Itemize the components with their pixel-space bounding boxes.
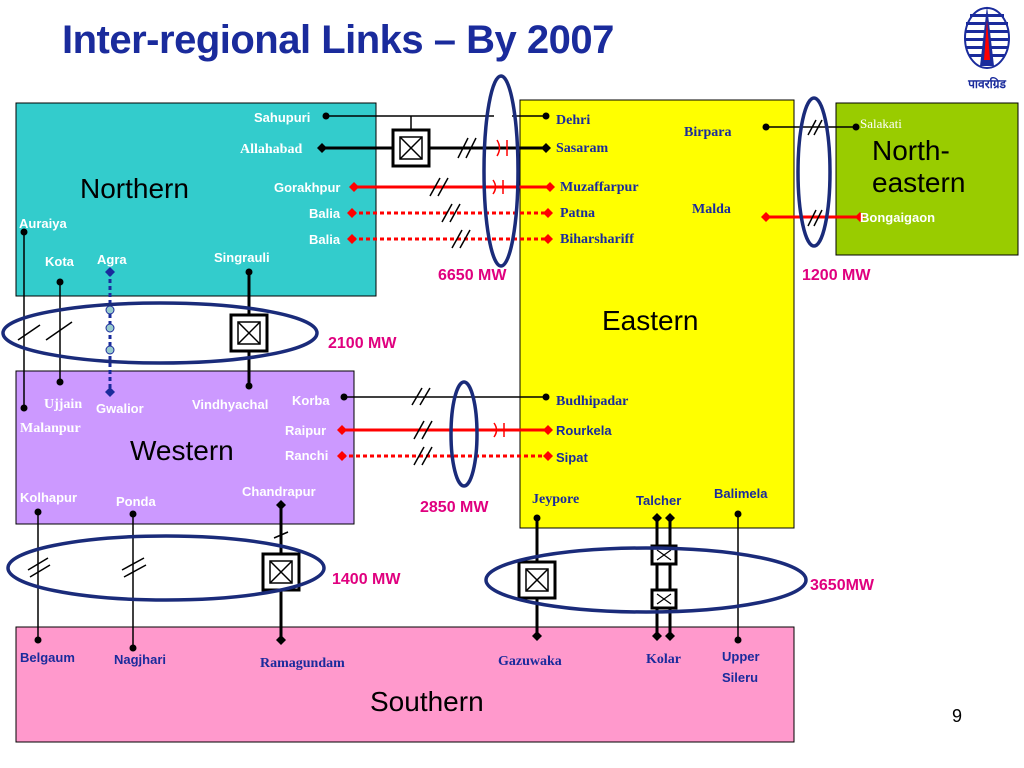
region-name-western: Western	[130, 435, 234, 466]
region-southern	[15, 626, 795, 743]
node-ranchi: Ranchi	[285, 448, 328, 463]
node-malda: Malda	[692, 202, 731, 217]
node-raipur: Raipur	[285, 423, 326, 438]
powergrid-tower-logo	[964, 6, 1010, 69]
logo-text: पावरग्रिड	[967, 77, 1006, 91]
powergrid-logo: पावरग्रिड	[964, 6, 1010, 91]
node-upper-sileru-2: Sileru	[722, 670, 758, 685]
region-name-northern: Northern	[80, 173, 189, 204]
region-eastern	[519, 99, 795, 529]
region-name-southern: Southern	[370, 686, 484, 717]
node-nagjhari: Nagjhari	[114, 652, 166, 667]
node-ujjain: Ujjain	[44, 397, 82, 412]
region-name-eastern: Eastern	[602, 305, 699, 336]
node-sipat: Sipat	[556, 450, 588, 465]
node-balia-1: Balia	[309, 206, 341, 221]
node-malanpur: Malanpur	[20, 421, 81, 436]
ring-1200	[796, 96, 832, 248]
capacity-2100: 2100 MW	[328, 335, 397, 352]
node-biharshariff: Biharshariff	[560, 232, 634, 247]
node-ramagundam: Ramagundam	[260, 656, 345, 671]
capacity-2850: 2850 MW	[420, 499, 489, 516]
node-singrauli: Singrauli	[214, 250, 270, 265]
node-dehri: Dehri	[556, 113, 590, 128]
west-south-links	[27, 500, 301, 652]
node-budhipadar: Budhipadar	[556, 394, 628, 409]
node-gwalior: Gwalior	[96, 401, 144, 416]
north-east-links	[317, 112, 555, 249]
node-jeypore: Jeypore	[532, 492, 579, 507]
node-sahupuri: Sahupuri	[254, 110, 310, 125]
node-vindhyachal: Vindhyachal	[192, 397, 268, 412]
node-kota: Kota	[45, 254, 75, 269]
ring-6650	[482, 74, 520, 268]
node-patna: Patna	[560, 206, 595, 221]
ring-3650	[484, 546, 808, 614]
page-number: 9	[952, 706, 963, 726]
region-western	[15, 370, 355, 525]
region-northern	[15, 102, 377, 297]
node-kolar: Kolar	[646, 652, 681, 667]
capacity-6650: 6650 MW	[438, 267, 507, 284]
west-east-links	[337, 387, 553, 466]
node-sasaram: Sasaram	[556, 141, 608, 156]
capacity-1400: 1400 MW	[332, 571, 401, 588]
node-kolhapur: Kolhapur	[20, 490, 77, 505]
node-auraiya: Auraiya	[19, 216, 67, 231]
node-birpara: Birpara	[684, 125, 731, 140]
node-rourkela: Rourkela	[556, 423, 612, 438]
ring-1400	[6, 534, 326, 602]
capacity-3650: 3650MW	[810, 577, 875, 594]
ring-2850	[449, 380, 479, 488]
node-balia-2: Balia	[309, 232, 341, 247]
node-korba: Korba	[292, 393, 330, 408]
node-salakati: Salakati	[860, 116, 902, 131]
node-ponda: Ponda	[116, 494, 156, 509]
ring-2100	[1, 301, 319, 365]
node-belgaum: Belgaum	[20, 650, 75, 665]
node-muzaffarpur: Muzaffarpur	[560, 180, 639, 195]
node-gazuwaka: Gazuwaka	[498, 654, 562, 669]
region-northeastern	[835, 102, 1019, 256]
node-talcher: Talcher	[636, 493, 681, 508]
node-bongaigaon: Bongaigaon	[860, 210, 935, 225]
node-chandrapur: Chandrapur	[242, 484, 316, 499]
node-upper-sileru-1: Upper	[722, 649, 760, 664]
east-northeast-links	[761, 119, 865, 227]
page-title: Inter-regional Links – By 2007	[62, 18, 614, 62]
north-west-links	[17, 228, 269, 412]
region-name-northeastern: North-eastern	[872, 135, 965, 198]
node-agra: Agra	[97, 252, 127, 267]
node-balimela: Balimela	[714, 486, 768, 501]
capacity-1200: 1200 MW	[802, 267, 871, 284]
node-gorakhpur: Gorakhpur	[274, 180, 340, 195]
node-allahabad: Allahabad	[240, 142, 302, 157]
east-south-links	[517, 510, 742, 644]
